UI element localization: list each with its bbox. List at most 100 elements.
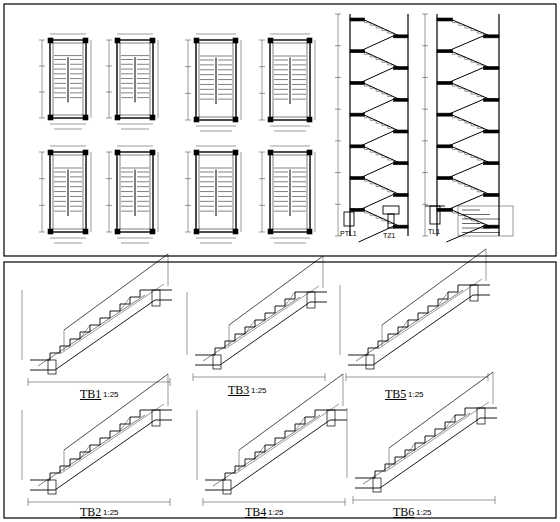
landing-edge bbox=[54, 55, 82, 56]
dimension-tick bbox=[193, 373, 194, 381]
stair-step bbox=[471, 155, 477, 158]
landing-slab bbox=[437, 145, 453, 148]
stair-tread bbox=[121, 206, 133, 207]
stair-tread bbox=[292, 94, 306, 95]
beam-section bbox=[223, 480, 231, 494]
stair-flight bbox=[446, 68, 483, 84]
slab-bottom bbox=[155, 420, 172, 421]
beam-section bbox=[213, 355, 221, 369]
column bbox=[307, 117, 312, 122]
stair-flight bbox=[365, 83, 400, 99]
column bbox=[307, 229, 312, 234]
baluster bbox=[168, 254, 169, 286]
beam-section bbox=[477, 408, 485, 424]
stair-step bbox=[453, 83, 459, 86]
landing-slab bbox=[350, 113, 365, 116]
landing-slab bbox=[350, 145, 365, 148]
stair-tread bbox=[121, 92, 133, 93]
scale-note: 1:25 bbox=[408, 391, 424, 399]
stair-flight bbox=[453, 115, 490, 131]
stair-tread bbox=[121, 83, 133, 84]
stair-tread bbox=[292, 172, 306, 173]
stair-tread bbox=[292, 206, 306, 207]
stair-tread bbox=[218, 211, 232, 212]
landing-slab bbox=[350, 177, 365, 180]
stair-tread bbox=[121, 186, 133, 187]
leader-line bbox=[80, 325, 90, 339]
dimension-tick bbox=[185, 40, 191, 41]
landing-slab bbox=[484, 193, 500, 196]
dimension-line bbox=[28, 382, 170, 383]
dimension-line bbox=[91, 152, 92, 232]
leader-line bbox=[445, 415, 455, 429]
column bbox=[194, 229, 199, 234]
dimension-line bbox=[158, 40, 159, 118]
stair-tread bbox=[137, 88, 149, 89]
stair-tread bbox=[218, 99, 232, 100]
column-section bbox=[383, 206, 399, 214]
landing-edge bbox=[200, 56, 232, 57]
dimension-tick bbox=[185, 205, 191, 206]
dimension-tick bbox=[106, 92, 112, 93]
stair-step bbox=[388, 221, 394, 224]
dimension-line bbox=[338, 14, 339, 236]
stair-tread bbox=[292, 211, 306, 212]
dimension-tick bbox=[259, 40, 265, 41]
stair-tread bbox=[54, 196, 66, 197]
landing-slab bbox=[394, 225, 409, 228]
dimension-line bbox=[91, 40, 92, 118]
column bbox=[268, 150, 273, 155]
stair-step bbox=[365, 210, 371, 213]
stair-divider bbox=[68, 170, 69, 216]
scale-note: 1:25 bbox=[251, 387, 267, 395]
landing-slab bbox=[394, 67, 409, 70]
stair-tread bbox=[121, 88, 133, 89]
stair-tread bbox=[218, 84, 232, 85]
stair-step bbox=[365, 20, 371, 23]
stair-step bbox=[370, 86, 376, 89]
column bbox=[150, 229, 155, 234]
landing-slab bbox=[484, 67, 500, 70]
stair-tread bbox=[70, 59, 82, 60]
stair-tread bbox=[274, 74, 288, 75]
stair-tread bbox=[200, 99, 214, 100]
leader-line bbox=[295, 417, 305, 431]
stair-step bbox=[453, 52, 459, 55]
column bbox=[48, 38, 53, 43]
stair-tread bbox=[218, 181, 232, 182]
stair-step bbox=[477, 62, 483, 65]
slab-bottom bbox=[55, 420, 155, 490]
stair-step bbox=[370, 118, 376, 121]
stair-flight bbox=[446, 131, 483, 147]
detail-label: TL1 bbox=[428, 228, 440, 235]
rebar-line bbox=[363, 413, 470, 484]
landing-edge bbox=[274, 56, 306, 57]
stair-wall-inner bbox=[53, 43, 83, 115]
stair-tread bbox=[274, 89, 288, 90]
landing-slab bbox=[350, 208, 365, 211]
dimension-line bbox=[203, 502, 345, 503]
stair-step bbox=[459, 150, 465, 153]
stair-tread bbox=[70, 186, 82, 187]
baluster bbox=[64, 330, 65, 351]
slab-bottom bbox=[348, 365, 373, 366]
stair-flight bbox=[365, 179, 400, 195]
column bbox=[83, 229, 88, 234]
landing-edge bbox=[121, 55, 149, 56]
dimension-line bbox=[50, 124, 86, 125]
landing-slab bbox=[394, 193, 409, 196]
slab-bottom bbox=[373, 295, 473, 365]
dimension-tick bbox=[335, 172, 341, 173]
stair-plan bbox=[39, 34, 91, 129]
stair-step bbox=[376, 152, 382, 155]
stair-wall-inner bbox=[199, 43, 233, 117]
stair-step bbox=[370, 181, 376, 184]
stair-tread bbox=[274, 79, 288, 80]
drawing-title: TB6 bbox=[393, 506, 414, 518]
stair-tread bbox=[70, 196, 82, 197]
stair-tread bbox=[274, 172, 288, 173]
stair-tread bbox=[200, 172, 214, 173]
dimension-tick bbox=[335, 140, 341, 141]
stair-flight bbox=[359, 68, 394, 84]
